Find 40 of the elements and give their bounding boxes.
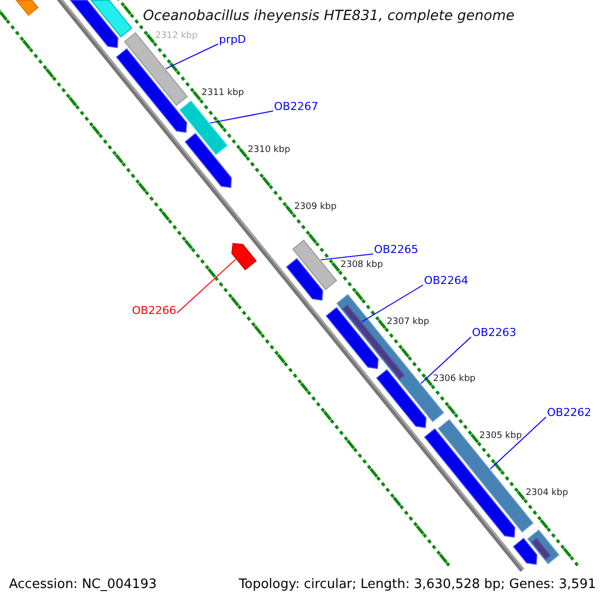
leader-line xyxy=(176,258,236,314)
leader-line xyxy=(362,284,424,322)
gene-bar xyxy=(527,529,560,564)
gene-segment xyxy=(512,538,538,565)
leader-line xyxy=(420,336,472,384)
gene-bar xyxy=(179,100,228,155)
scale-label: 2309 kbp xyxy=(294,202,337,212)
gene-segment xyxy=(326,307,379,370)
gene-segment xyxy=(231,242,257,270)
scale-label: 2311 kbp xyxy=(202,88,244,98)
gene-segment xyxy=(286,258,324,301)
leader-line xyxy=(165,44,218,70)
scale-label: 2305 kbp xyxy=(479,430,522,441)
gene-label: OB2265 xyxy=(374,243,418,256)
scale-label: 2307 kbp xyxy=(386,316,430,327)
gene-label: OB2263 xyxy=(472,326,516,339)
gene-label: OB2266 xyxy=(132,304,176,317)
gene-bar xyxy=(90,0,132,38)
footer-text: Topology: circular; Length: 3,630,528 bp; Genes: 3,591 xyxy=(238,577,596,592)
leader-line xyxy=(210,110,274,124)
scale-label: 2306 kbp xyxy=(433,374,476,384)
gene-label: prpD xyxy=(219,33,246,46)
leader-line xyxy=(490,416,546,470)
title: Oceanobacillus iheyensis HTE831, complete genome xyxy=(143,8,514,24)
scale-label: 2304 kbp xyxy=(526,488,568,498)
gene-bar xyxy=(531,538,551,560)
gene-label: OB2262 xyxy=(547,406,592,419)
footer-text: Accession: NC_004193 xyxy=(9,577,157,592)
gene-segment xyxy=(184,132,232,188)
gene-segment xyxy=(116,48,188,133)
gene-segment xyxy=(376,369,427,428)
scale-label: 2312 kbp xyxy=(155,31,198,41)
leader-line xyxy=(320,254,374,260)
scale-label: 2308 kbp xyxy=(340,260,383,270)
scale-label: 2310 kbp xyxy=(248,145,290,156)
gene-bar xyxy=(15,0,39,16)
gene-segment xyxy=(69,0,118,48)
gene-bar xyxy=(292,240,338,290)
gene-label: OB2267 xyxy=(274,100,318,113)
gene-label: OB2264 xyxy=(424,274,468,287)
